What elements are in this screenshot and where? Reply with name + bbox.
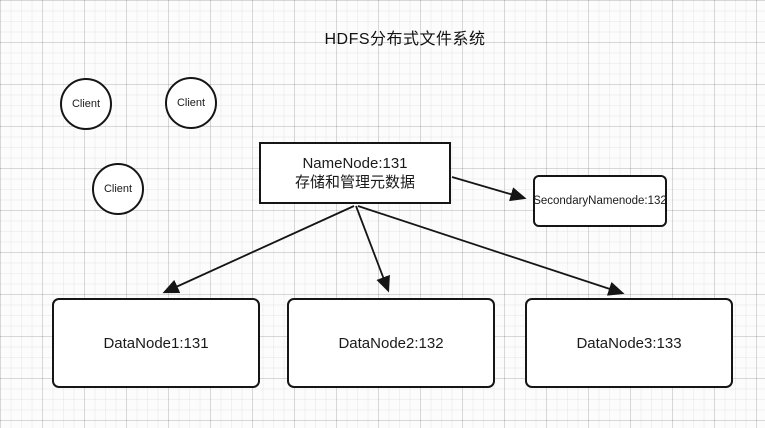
node-datanode-1[interactable]: DataNode1:131 bbox=[52, 298, 260, 388]
node-client-3-label: Client bbox=[103, 183, 133, 195]
node-client-3[interactable]: Client bbox=[92, 163, 144, 215]
node-secondary-namenode-label: SecondaryNamenode:132 bbox=[533, 195, 667, 207]
node-datanode-2-label: DataNode2:132 bbox=[338, 334, 444, 352]
node-namenode-subtitle: 存储和管理元数据 bbox=[294, 174, 415, 191]
edge-namenode-datanode2 bbox=[355, 205, 390, 293]
node-namenode[interactable]: NameNode:131 存储和管理元数据 bbox=[259, 142, 451, 204]
edge-namenode-secondary bbox=[451, 176, 527, 202]
node-datanode-3[interactable]: DataNode3:133 bbox=[525, 298, 733, 388]
diagram-title: HDFS分布式文件系统 bbox=[324, 31, 486, 48]
node-secondary-namenode[interactable]: SecondaryNamenode:132 bbox=[533, 175, 667, 227]
node-datanode-3-label: DataNode3:133 bbox=[576, 334, 682, 352]
node-client-2[interactable]: Client bbox=[165, 77, 217, 129]
node-datanode-2[interactable]: DataNode2:132 bbox=[287, 298, 495, 388]
edge-namenode-datanode1 bbox=[162, 205, 355, 294]
node-client-2-label: Client bbox=[176, 97, 206, 109]
node-client-1[interactable]: Client bbox=[60, 78, 112, 130]
node-namenode-title: NameNode:131 bbox=[302, 155, 408, 172]
node-datanode-1-label: DataNode1:131 bbox=[103, 334, 209, 352]
node-client-1-label: Client bbox=[71, 98, 101, 110]
